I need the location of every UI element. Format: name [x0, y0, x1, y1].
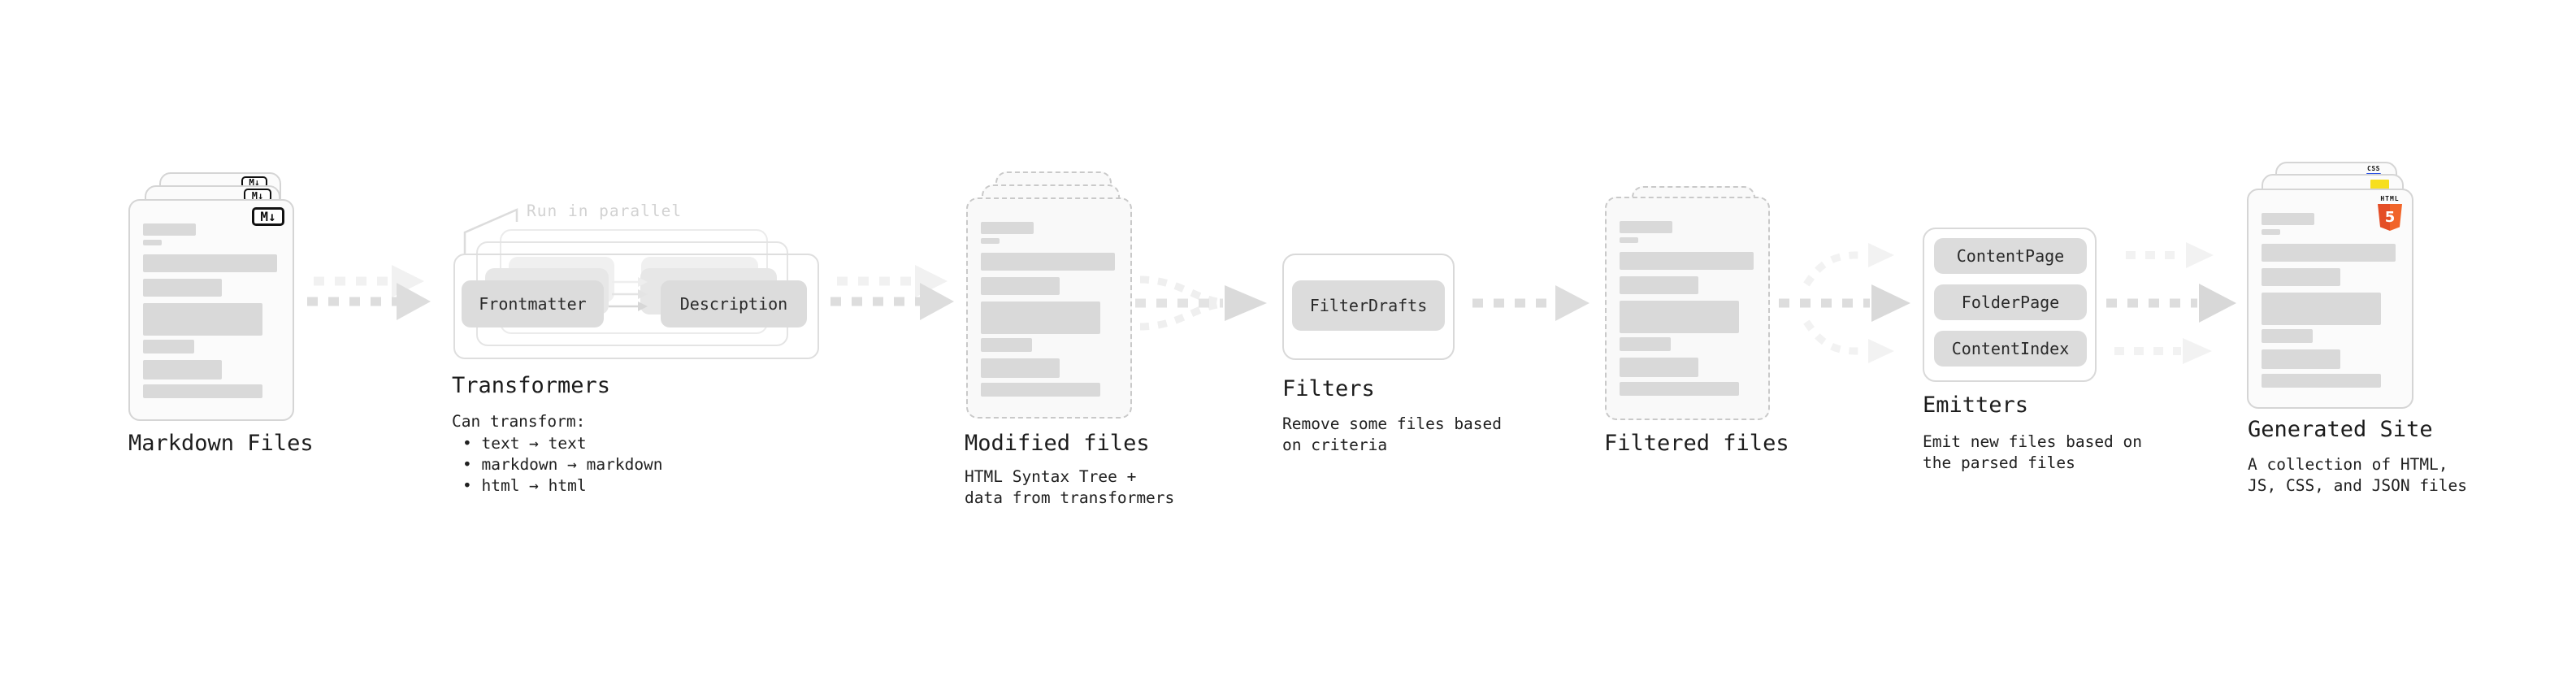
markdown-icon-glyph: M↓	[260, 209, 276, 224]
filtered-file-sheet-front	[1605, 197, 1770, 420]
content-bar	[1620, 237, 1638, 243]
transformers-bullet-2: • markdown → markdown	[462, 455, 663, 474]
transformer-frontmatter-label: Frontmatter	[479, 294, 587, 314]
emitters-desc-1: Emit new files based on	[1923, 432, 2143, 451]
filtered-files-label: Filtered files	[1604, 431, 1789, 456]
content-bar	[2262, 244, 2396, 262]
content-bar	[2262, 349, 2340, 369]
content-bar	[981, 358, 1060, 378]
content-bar	[1620, 276, 1698, 294]
arrow-transformers-to-modified	[830, 265, 954, 320]
generated-site-sheet-front: HTML 5	[2247, 189, 2413, 409]
content-bar	[143, 240, 162, 245]
emitters-label: Emitters	[1923, 393, 2029, 418]
arrow-emitters-to-generated	[2106, 242, 2236, 364]
content-bar	[981, 301, 1100, 334]
content-bar	[981, 238, 1000, 244]
content-bar	[143, 223, 196, 236]
arrow-filtered-to-emitters	[1779, 243, 1910, 363]
emitter-content-page-label: ContentPage	[1956, 246, 2065, 266]
arrow-filters-to-filtered	[1472, 285, 1589, 321]
transformer-frontmatter-box: Frontmatter	[462, 280, 604, 327]
transformer-description-label: Description	[679, 294, 788, 314]
transformers-intro: Can transform:	[452, 412, 586, 431]
content-bar	[981, 222, 1034, 234]
content-bar	[1620, 337, 1671, 351]
emitter-folder-page-label: FolderPage	[1961, 293, 2060, 312]
filters-desc-2: on criteria	[1282, 436, 1388, 454]
content-bar	[143, 384, 262, 398]
doc-content-bars	[981, 222, 1115, 397]
html5-icon: HTML 5	[2378, 195, 2402, 231]
markdown-icon-glyph: M↓	[249, 177, 260, 188]
html5-icon-number: 5	[2384, 209, 2396, 226]
content-bar	[143, 340, 194, 354]
content-bar	[2262, 293, 2381, 325]
emitters-desc-2: the parsed files	[1923, 453, 2075, 472]
generated-site-desc-2: JS, CSS, and JSON files	[2248, 476, 2468, 495]
filters-label: Filters	[1282, 376, 1375, 401]
content-bar	[2262, 329, 2313, 343]
content-bar	[1620, 382, 1739, 396]
filters-desc-1: Remove some files based	[1282, 414, 1503, 433]
content-bar	[143, 254, 277, 272]
markdown-file-sheet-front: M↓	[128, 199, 294, 421]
generated-site-desc-1: A collection of HTML,	[2248, 455, 2448, 474]
content-bar	[2262, 229, 2280, 235]
transformer-layer-front	[453, 254, 819, 359]
content-bar	[2262, 213, 2314, 225]
emitter-content-page-box: ContentPage	[1934, 238, 2087, 274]
generated-site-label: Generated Site	[2248, 417, 2433, 442]
run-in-parallel-annotation: Run in parallel	[527, 202, 683, 220]
content-bar	[143, 279, 222, 297]
modified-file-sheet-front	[966, 197, 1132, 419]
content-bar	[2262, 268, 2340, 286]
css-icon-label: CSS	[2367, 165, 2380, 172]
markdown-icon: M↓	[244, 189, 271, 202]
markdown-files-label: Markdown Files	[128, 431, 314, 456]
content-bar	[1620, 358, 1698, 377]
filter-drafts-label: FilterDrafts	[1309, 296, 1428, 315]
content-bar	[1620, 301, 1739, 333]
filter-drafts-box: FilterDrafts	[1292, 280, 1445, 331]
content-bar	[143, 303, 262, 336]
content-bar	[2262, 374, 2381, 388]
run-in-parallel-leader-line	[463, 208, 518, 254]
content-bar	[143, 360, 222, 380]
arrow-modified-to-filters	[1135, 275, 1267, 331]
arrow-markdown-to-transformers	[307, 265, 431, 320]
content-bar	[981, 383, 1100, 397]
transformers-bullet-1: • text → text	[462, 434, 587, 453]
content-bar	[981, 277, 1060, 295]
content-bar	[1620, 221, 1672, 233]
transformer-description-box: Description	[661, 280, 807, 327]
emitter-content-index-label: ContentIndex	[1951, 339, 2070, 358]
markdown-icon-glyph: M↓	[251, 189, 264, 202]
modified-files-desc-2: data from transformers	[965, 488, 1175, 507]
doc-content-bars	[143, 223, 277, 398]
modified-files-label: Modified files	[965, 431, 1150, 456]
transformer-mini-arrows	[609, 277, 648, 311]
content-bar	[981, 338, 1032, 352]
doc-content-bars	[2262, 213, 2396, 388]
emitter-folder-page-box: FolderPage	[1934, 284, 2087, 320]
html5-icon-label: HTML	[2380, 195, 2400, 202]
html5-icon-shield: 5	[2378, 204, 2402, 231]
content-bar	[1620, 252, 1754, 270]
content-bar	[981, 253, 1115, 271]
emitter-content-index-box: ContentIndex	[1934, 331, 2087, 367]
transformers-bullet-3: • html → html	[462, 476, 587, 495]
js-icon	[2370, 180, 2389, 189]
doc-content-bars	[1620, 221, 1754, 396]
transformers-label: Transformers	[452, 373, 611, 398]
markdown-icon: M↓	[252, 207, 284, 226]
modified-files-desc-1: HTML Syntax Tree +	[965, 467, 1137, 486]
